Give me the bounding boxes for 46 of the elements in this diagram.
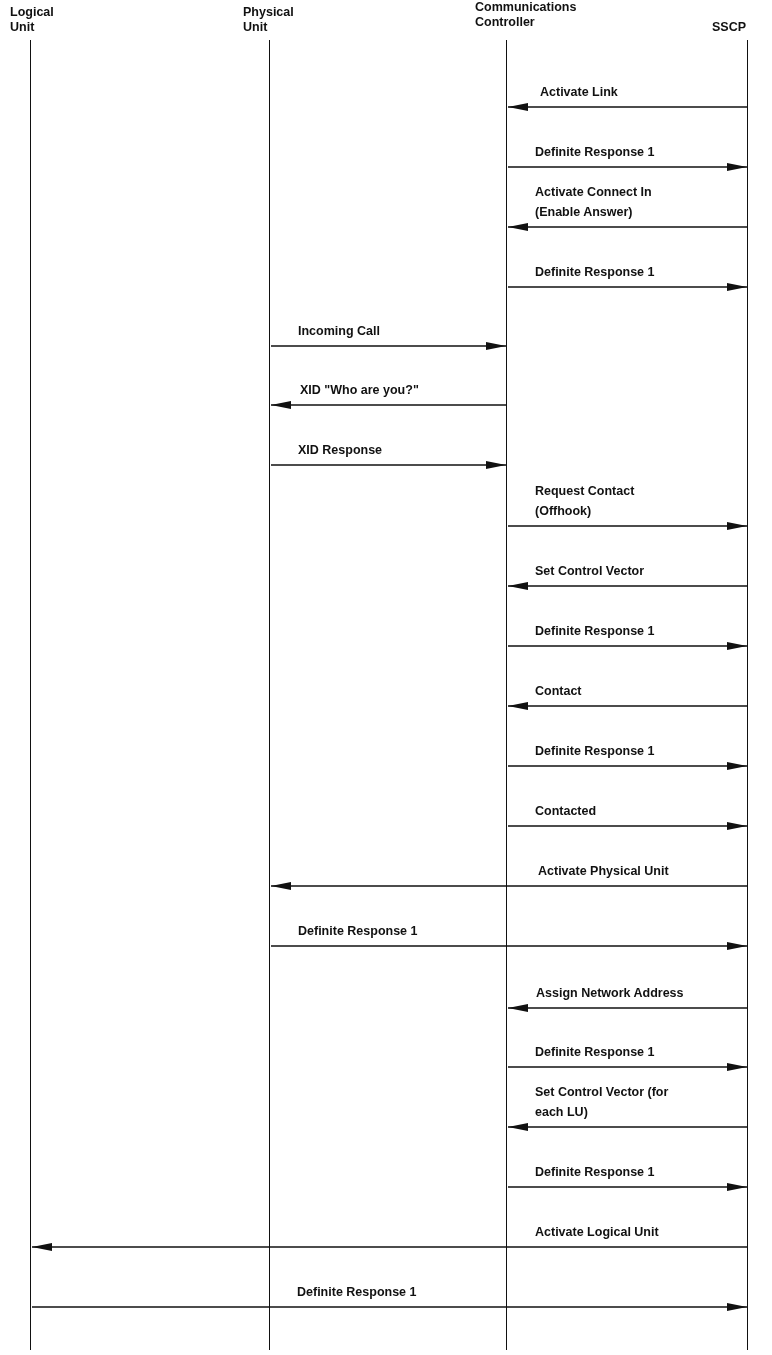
edge-label: Set Control Vector (for each LU) — [535, 1084, 670, 1121]
arrow — [507, 103, 748, 111]
edge-label: Definite Response 1 — [535, 623, 656, 640]
edge-label: Activate Logical Unit — [535, 1224, 660, 1241]
arrow — [507, 163, 748, 171]
arrow — [270, 342, 507, 350]
edge-label: Definite Response 1 — [535, 1044, 656, 1061]
arrow — [507, 1063, 748, 1071]
edge-label: Definite Response 1 — [297, 1284, 418, 1301]
arrow — [507, 1004, 748, 1012]
edge-label: Request Contact (Offhook) — [535, 483, 636, 520]
edge-label: Incoming Call — [298, 323, 381, 340]
arrow — [507, 522, 748, 530]
participant-label: Communications Controller — [475, 0, 575, 30]
arrow — [270, 461, 507, 469]
arrow — [507, 223, 748, 231]
edge-label: Definite Response 1 — [535, 743, 656, 760]
edge-label: Contacted — [535, 803, 598, 820]
edge-label: Set Control Vector — [535, 563, 646, 580]
arrow — [507, 1123, 748, 1131]
edge-label: Definite Response 1 — [298, 923, 419, 940]
edge-label: Contact — [535, 683, 583, 700]
arrow — [507, 642, 748, 650]
arrow — [507, 702, 748, 710]
arrow — [507, 822, 748, 830]
edge-label: Activate Connect In (Enable Answer) — [535, 184, 653, 221]
edge-label: Activate Link — [540, 84, 619, 101]
edge-label: Definite Response 1 — [535, 1164, 656, 1181]
participant-label: SSCP — [712, 20, 748, 35]
participant-label: Physical Unit — [243, 5, 295, 35]
arrow — [507, 762, 748, 770]
arrow — [507, 582, 748, 590]
arrow — [31, 1243, 748, 1251]
participant-label: Logical Unit — [10, 5, 55, 35]
arrow — [31, 1303, 748, 1311]
edge-label: Assign Network Address — [536, 985, 685, 1002]
edge-label: XID "Who are you?" — [300, 382, 420, 399]
edge-label: Activate Physical Unit — [538, 863, 670, 880]
arrow — [270, 942, 748, 950]
arrow — [270, 882, 748, 890]
arrow — [507, 1183, 748, 1191]
edge-label: Definite Response 1 — [535, 264, 656, 281]
edge-label: XID Response — [298, 442, 384, 459]
arrow — [270, 401, 507, 409]
arrow — [507, 283, 748, 291]
edge-label: Definite Response 1 — [535, 144, 656, 161]
